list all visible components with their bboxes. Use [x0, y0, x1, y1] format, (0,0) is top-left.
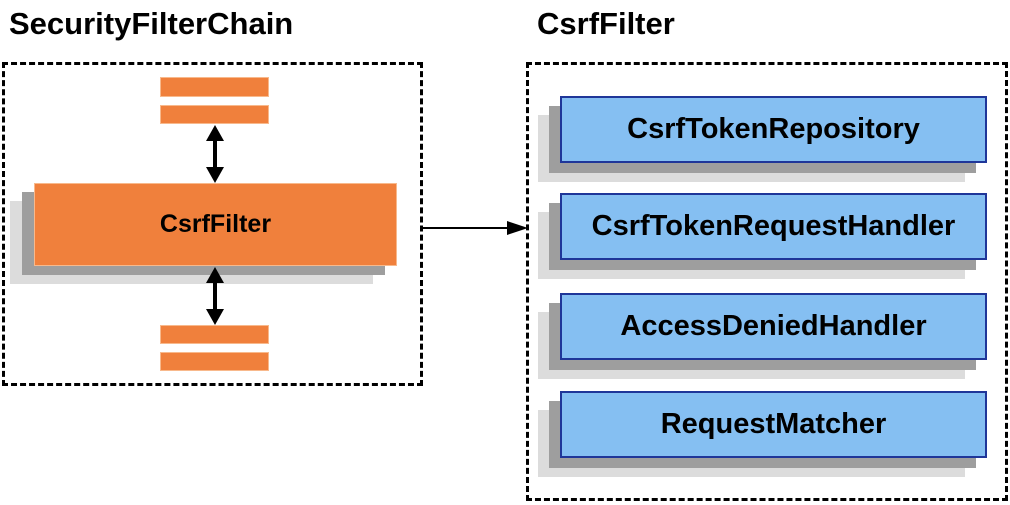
- csrf-filter-title: CsrfFilter: [537, 6, 675, 41]
- filter-bar: [160, 77, 269, 97]
- filter-bar: [160, 325, 269, 344]
- security-filter-chain-container: [2, 62, 423, 386]
- filter-bar: [160, 105, 269, 124]
- flow-arrow-icon: [422, 221, 528, 235]
- csrf-filter-box: CsrfFilter: [34, 183, 397, 266]
- filter-bar: [160, 352, 269, 371]
- bidirectional-arrow-icon: [206, 125, 224, 183]
- bidirectional-arrow-icon: [206, 267, 224, 325]
- csrf-filter-components-container: [526, 62, 1008, 501]
- component-box-request-matcher: RequestMatcher: [560, 391, 987, 458]
- component-box-csrf-token-repository: CsrfTokenRepository: [560, 96, 987, 163]
- security-filter-chain-title: SecurityFilterChain: [9, 6, 294, 41]
- component-box-access-denied-handler: AccessDeniedHandler: [560, 293, 987, 360]
- component-box-csrf-token-request-handler: CsrfTokenRequestHandler: [560, 193, 987, 260]
